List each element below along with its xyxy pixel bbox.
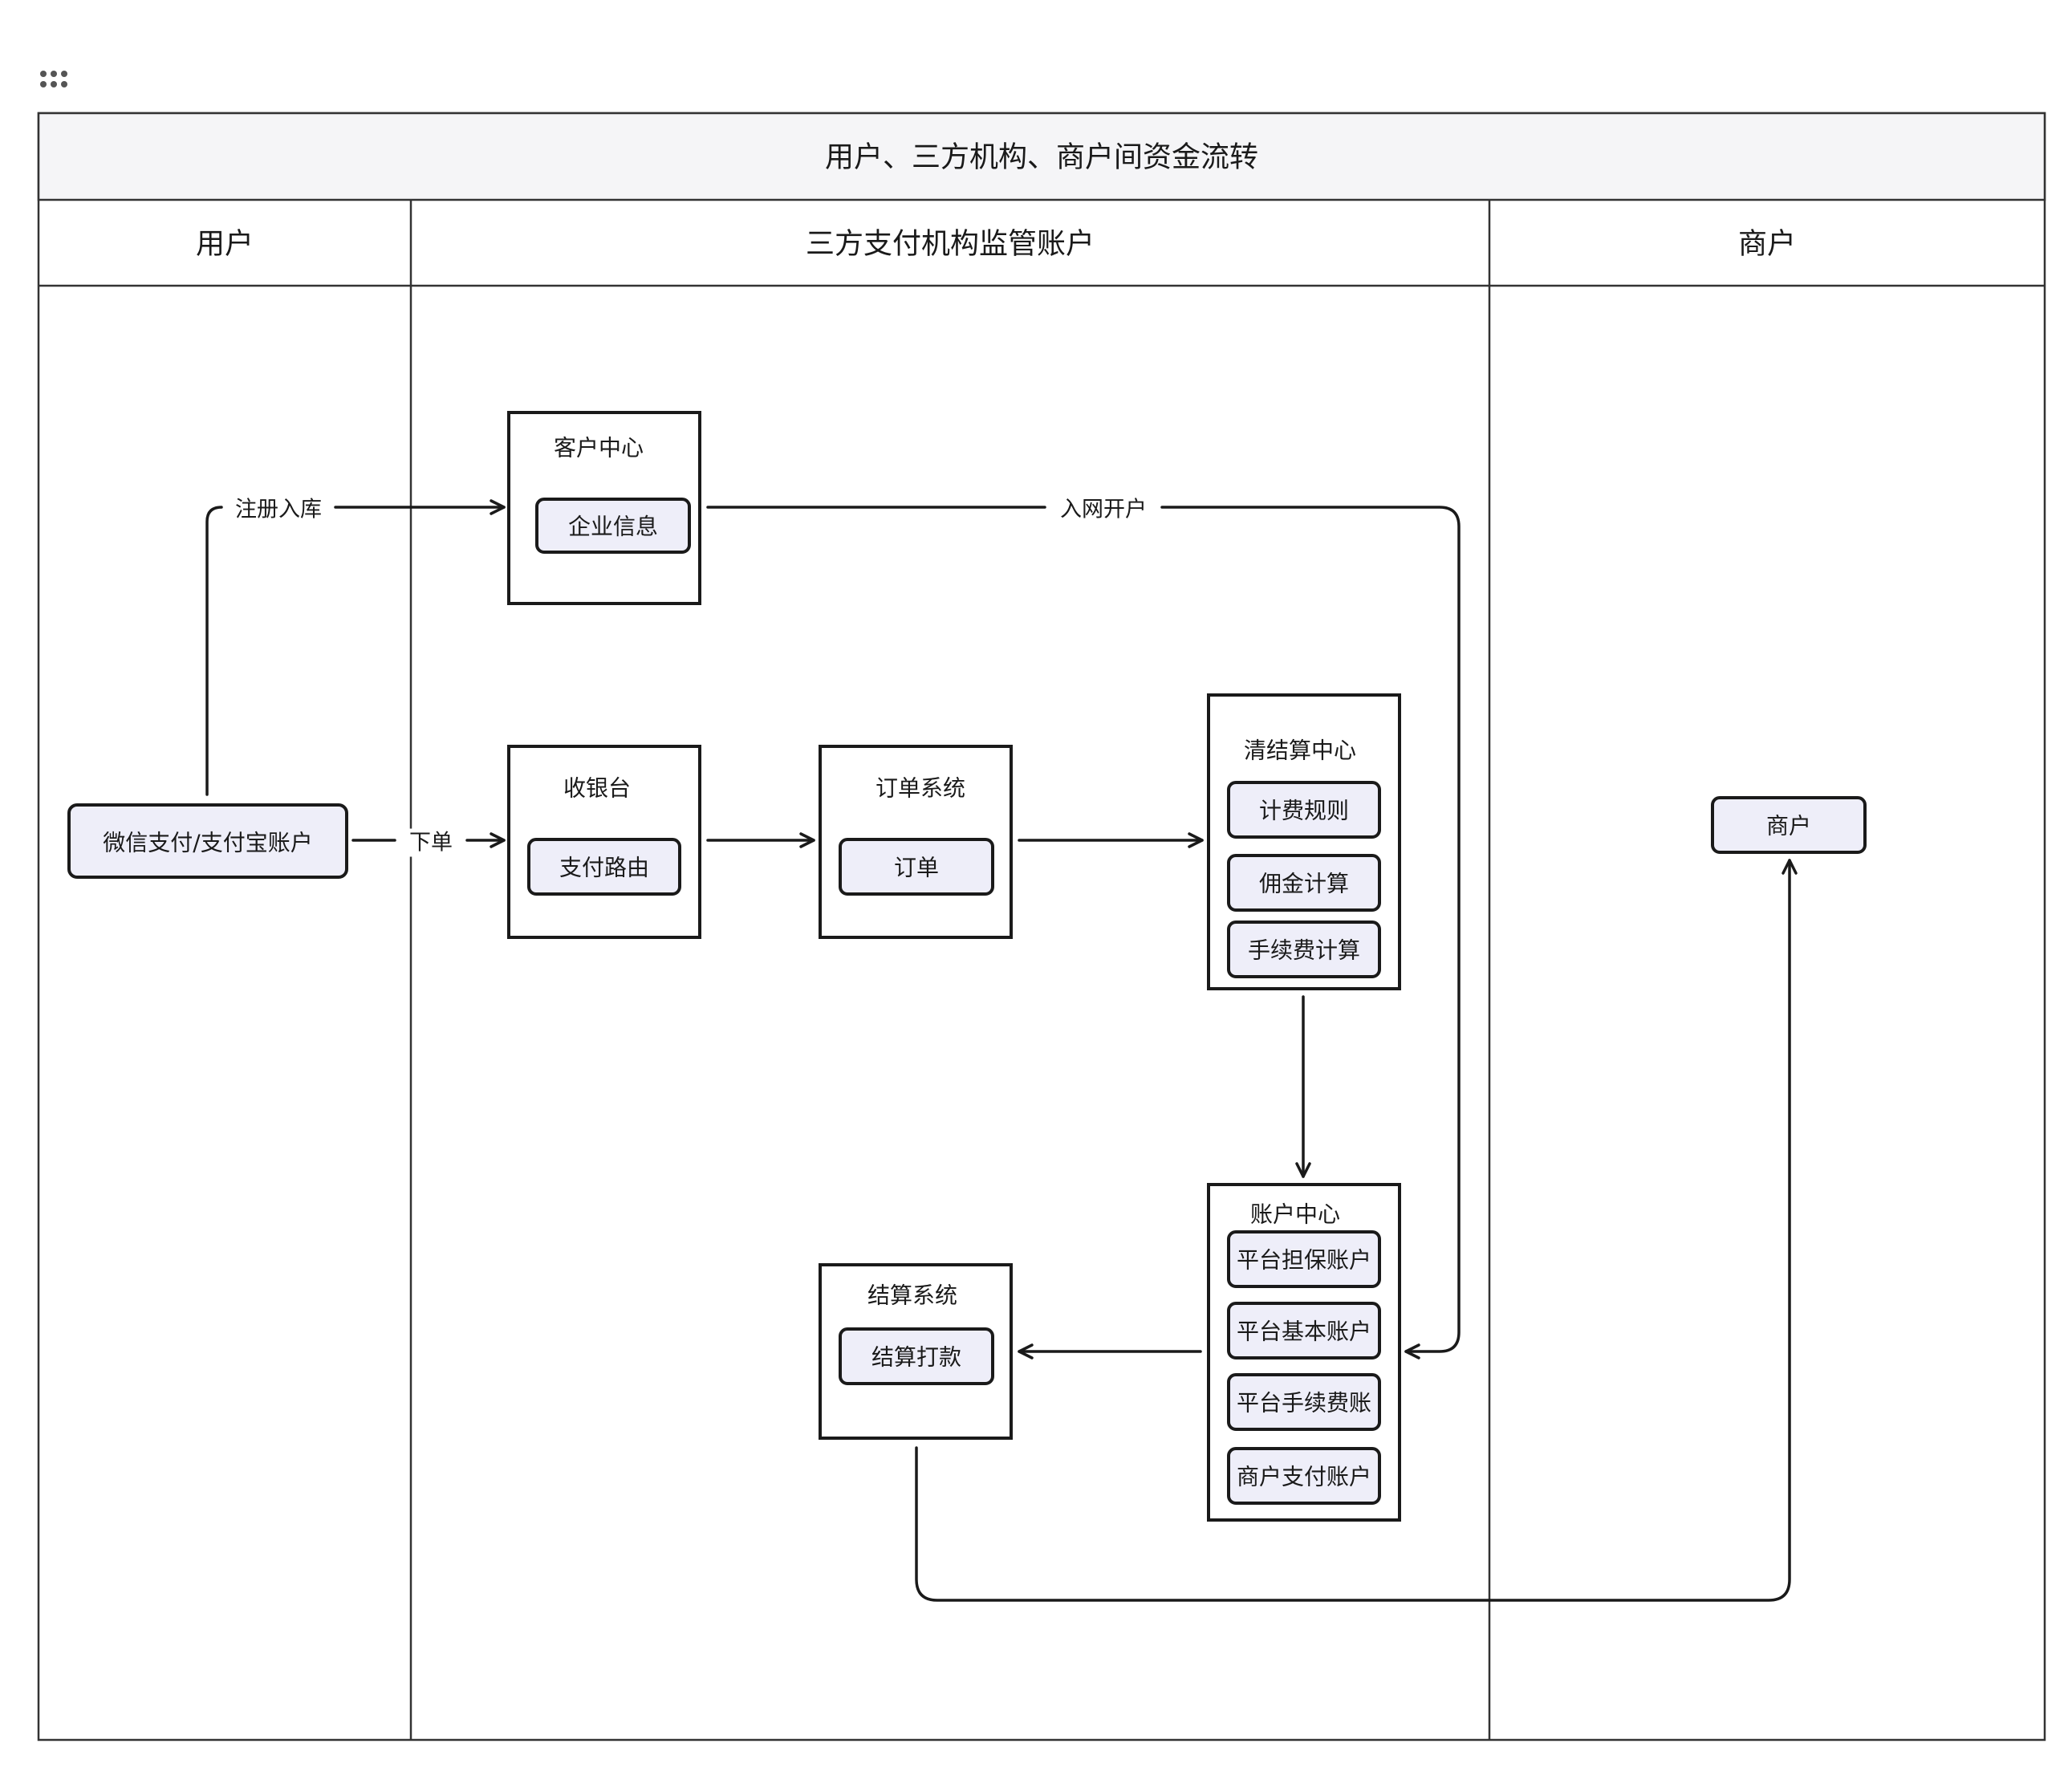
node-merchant-payment-account[interactable]	[1227, 1447, 1381, 1505]
node-merchant-label: 商户	[1766, 813, 1811, 839]
group-customer-center-title: 客户中心	[554, 435, 644, 461]
swimlane-frame	[37, 112, 2046, 1742]
node-platform-guarantee-account-label: 平台担保账户	[1237, 1247, 1371, 1274]
node-commission-calc-label: 佣金计算	[1259, 871, 1349, 897]
lane-header-merchant: 商户	[1738, 228, 1796, 261]
node-merchant-payment-account-label: 商户支付账户	[1237, 1464, 1371, 1490]
edge-label-backing	[404, 828, 457, 857]
node-platform-basic-account-label: 平台基本账户	[1237, 1319, 1371, 1345]
node-fee-calc[interactable]	[1227, 921, 1381, 978]
edge-register-line	[205, 506, 223, 796]
edge-settlement-to-merchant	[915, 859, 1798, 1602]
edge-label-onboard: 入网开户	[1060, 498, 1147, 522]
group-cashier-title: 收银台	[563, 775, 631, 802]
node-commission-calc[interactable]	[1227, 854, 1381, 912]
edge-label-order: 下单	[409, 831, 453, 856]
group-account-center-title: 账户中心	[1250, 1201, 1340, 1228]
node-merchant[interactable]	[1711, 796, 1867, 854]
edge-label-backing	[230, 495, 327, 524]
node-platform-fee-account-label: 平台手续费账	[1237, 1390, 1371, 1416]
node-billing-rules[interactable]	[1227, 781, 1381, 839]
node-fee-calc-label: 手续费计算	[1248, 937, 1360, 964]
node-payment-routing-label: 支付路由	[559, 855, 649, 881]
title-bar	[37, 112, 2046, 201]
group-settlement-system-title: 结算系统	[867, 1282, 957, 1309]
node-platform-guarantee-account[interactable]	[1227, 1230, 1381, 1288]
node-user-account[interactable]	[67, 803, 348, 879]
node-platform-fee-account[interactable]	[1227, 1373, 1381, 1431]
node-user-account-label: 微信支付/支付宝账户	[103, 830, 312, 856]
diagram-title: 用户、三方机构、商户间资金流转	[825, 141, 1258, 174]
node-settlement-payout-label: 结算打款	[871, 1344, 961, 1371]
group-order-system-title: 订单系统	[876, 775, 965, 802]
node-order[interactable]	[839, 838, 994, 896]
node-enterprise-info[interactable]	[535, 498, 691, 554]
lane-header-third-party: 三方支付机构监管账户	[806, 228, 1095, 261]
group-clearing-center-title: 清结算中心	[1244, 738, 1356, 764]
drag-handle-icon[interactable]	[40, 71, 74, 91]
lane-header-user: 用户	[196, 228, 254, 261]
node-billing-rules-label: 计费规则	[1259, 798, 1349, 824]
node-order-label: 订单	[894, 855, 939, 881]
edge-label-register: 注册入库	[235, 498, 322, 522]
node-platform-basic-account[interactable]	[1227, 1302, 1381, 1359]
node-enterprise-info-label: 企业信息	[568, 514, 658, 540]
edge-label-backing	[1055, 495, 1152, 524]
node-settlement-payout[interactable]	[839, 1327, 994, 1385]
edge-onboard-arrow	[1160, 506, 1461, 1359]
node-payment-routing[interactable]	[527, 838, 681, 896]
